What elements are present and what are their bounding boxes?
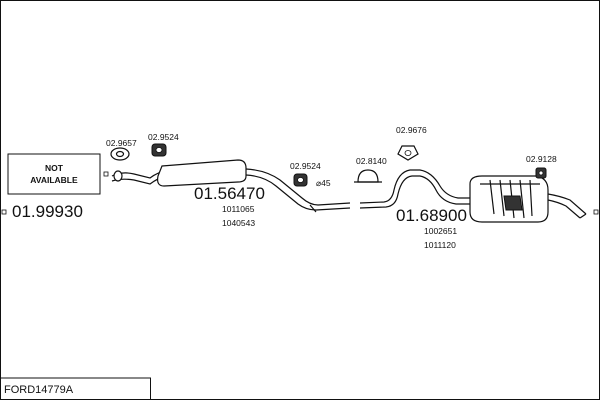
hanger-tail-label: 02.9128	[526, 154, 557, 164]
tailpipe-end	[579, 213, 587, 219]
hanger-front-label: 02.9524	[148, 132, 179, 142]
edge-marker-right	[593, 209, 599, 215]
rubber-hanger-rear-icon	[397, 145, 419, 161]
rear-silencer-assembly	[359, 169, 587, 223]
rubber-hanger-middle-icon	[293, 173, 308, 187]
rubber-hanger-icon	[151, 143, 167, 157]
inlet-flange	[113, 170, 123, 182]
hanger-middle-label: 02.9524	[290, 161, 321, 171]
hanger-rear-label: 02.9676	[396, 125, 427, 135]
diameter-label: ⌀45	[316, 178, 331, 188]
gasket-front-label: 02.9657	[106, 138, 137, 148]
gasket-icon	[110, 147, 130, 161]
title-text: FORD14779A	[4, 384, 74, 396]
middle-silencer-oe-2: 1040543	[222, 218, 255, 228]
middle-silencer-assembly	[111, 159, 351, 213]
middle-silencer-oe-1: 1011065	[222, 204, 255, 214]
not-available-box	[7, 153, 101, 195]
clamp-icon	[354, 169, 382, 183]
middle-silencer-number: 01.56470	[194, 184, 265, 203]
not-available-line2: AVAILABLE	[30, 175, 78, 185]
rear-silencer-number: 01.68900	[396, 206, 467, 225]
middle-silencer-body	[157, 159, 247, 187]
middle-pipe-bracket	[309, 204, 317, 213]
rubber-hanger-tail-icon	[535, 167, 547, 179]
not-available-line1: NOT	[45, 163, 64, 173]
rear-silencer-bracket	[503, 195, 523, 211]
rear-silencer-oe-1: 1002651	[424, 226, 457, 236]
clamp-label: 02.8140	[356, 156, 387, 166]
rear-silencer-oe-2: 1011120	[424, 240, 456, 250]
front-pipe-number: 01.99930	[12, 202, 83, 221]
edge-marker-left	[1, 209, 7, 215]
connector-marker	[103, 171, 109, 177]
